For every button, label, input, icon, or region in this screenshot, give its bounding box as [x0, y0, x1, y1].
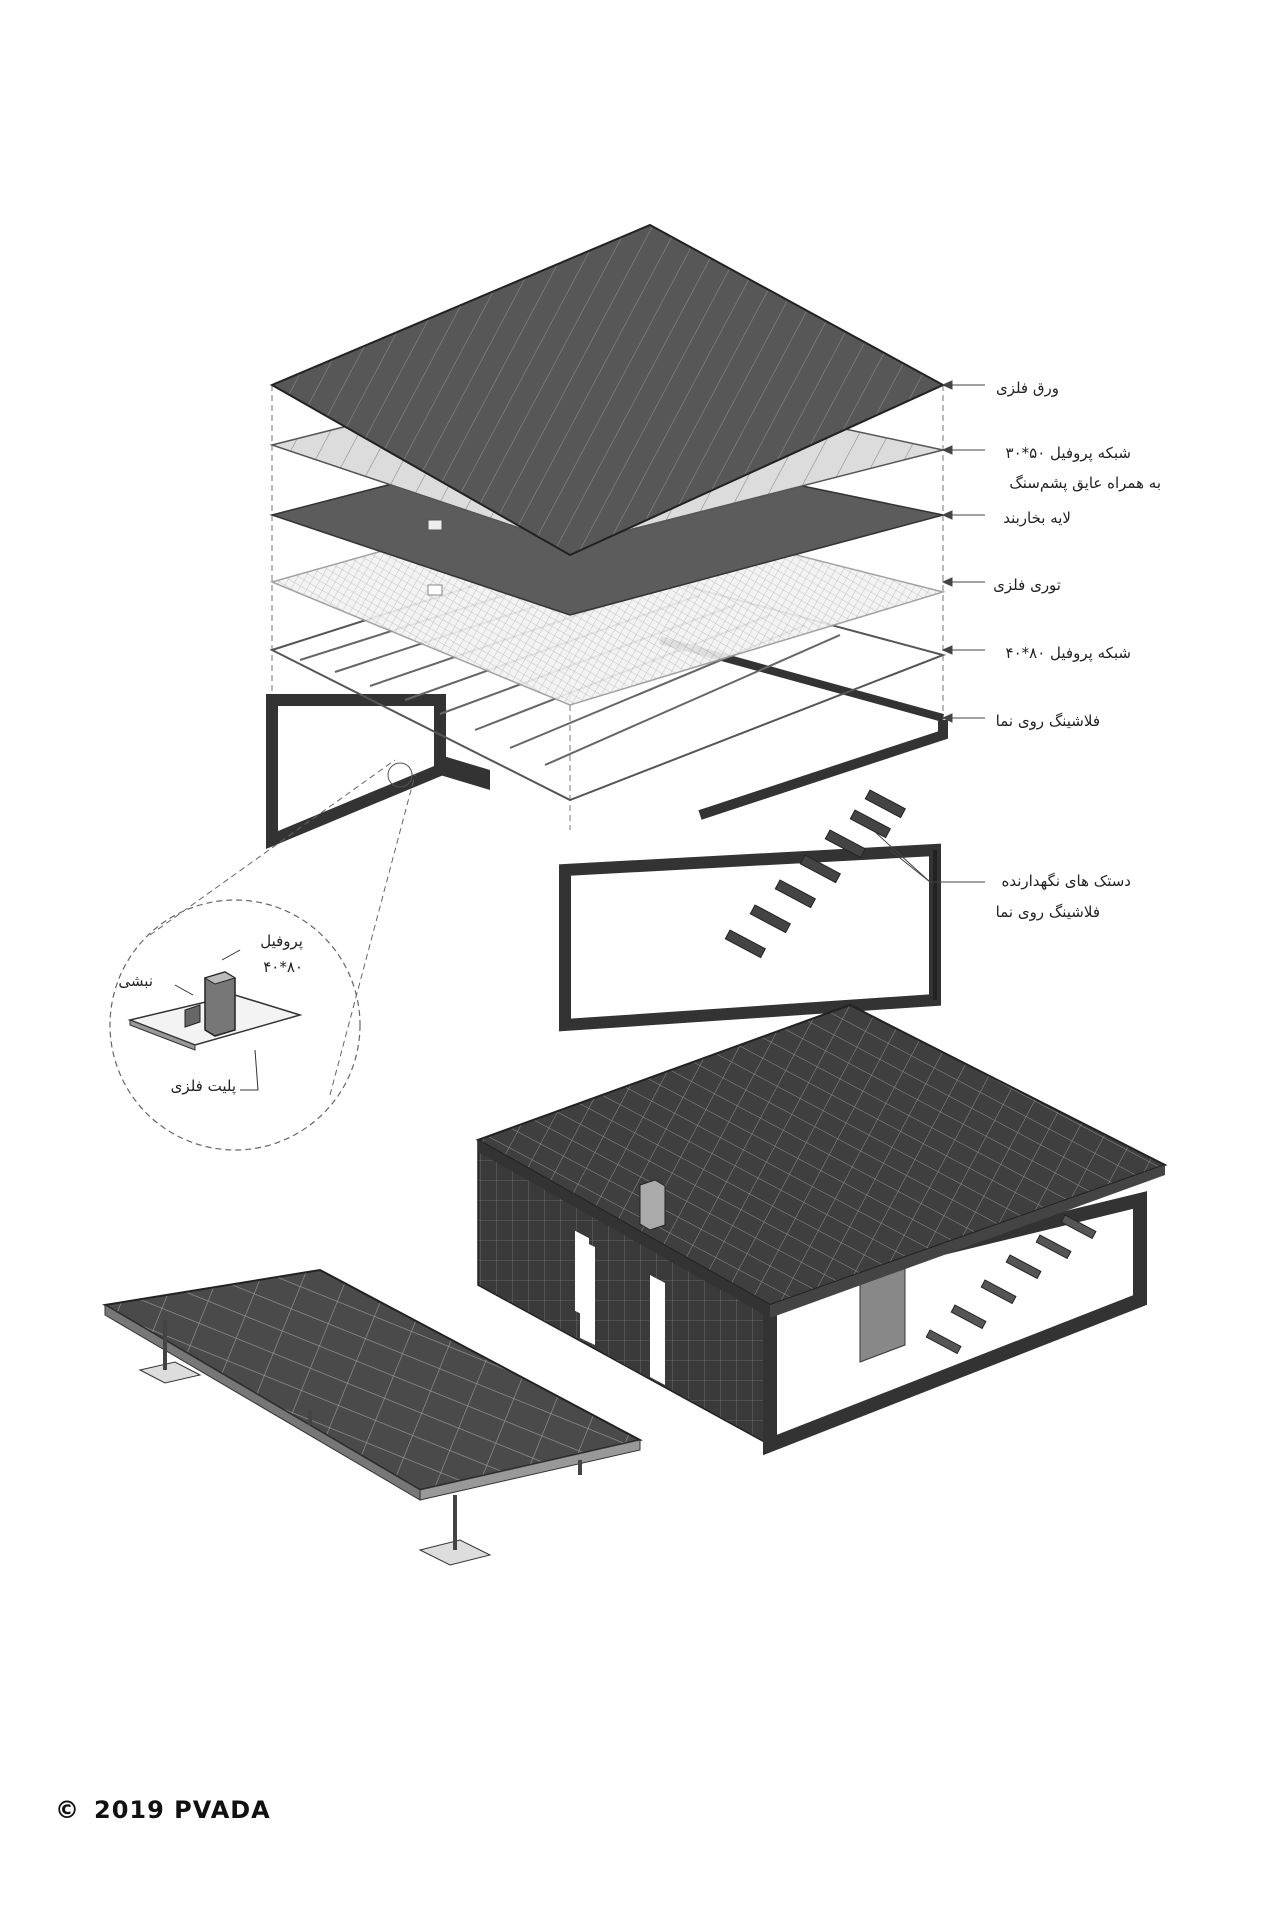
flashing-brackets — [724, 789, 906, 959]
label-vapor-barrier: لایه بخاربند — [1003, 509, 1071, 527]
canopy-panel-structure — [102, 1268, 643, 1566]
label-facade-flashing: فلاشینگ روی نما — [995, 712, 1100, 730]
copyright-text: 2019 PVADA — [94, 1796, 271, 1824]
lower-flashing-frame — [559, 843, 941, 1032]
detail-label-profile: پروفیل — [260, 932, 303, 950]
label-metal-sheet: ورق فلزی — [995, 379, 1059, 397]
label-profile-grid-40x80: شبکه پروفیل ۸۰*۴۰ — [1005, 644, 1131, 662]
copyright-symbol: © — [55, 1796, 80, 1824]
detail-label-profile-size: ۸۰*۴۰ — [263, 958, 303, 976]
label-metal-mesh: توری فلزی — [993, 576, 1061, 594]
label-rockwool-insulation: به همراه عایق پشم‌سنگ — [1009, 474, 1161, 492]
detail-label-metal-plate: پلیت فلزی — [170, 1077, 236, 1095]
leader-lines — [874, 380, 985, 883]
connection-detail — [109, 759, 416, 1151]
detail-label-angle: نبشی — [118, 972, 153, 990]
copyright-notice: © 2019 PVADA — [55, 1796, 271, 1824]
label-flashing-brackets-line2: فلاشینگ روی نما — [995, 903, 1100, 921]
label-profile-grid-30x50: شبکه پروفیل ۵۰*۳۰ — [1005, 444, 1131, 462]
assembled-pavilion — [475, 1003, 1168, 1456]
label-flashing-brackets: دستک های نگهدارنده — [1001, 872, 1131, 890]
